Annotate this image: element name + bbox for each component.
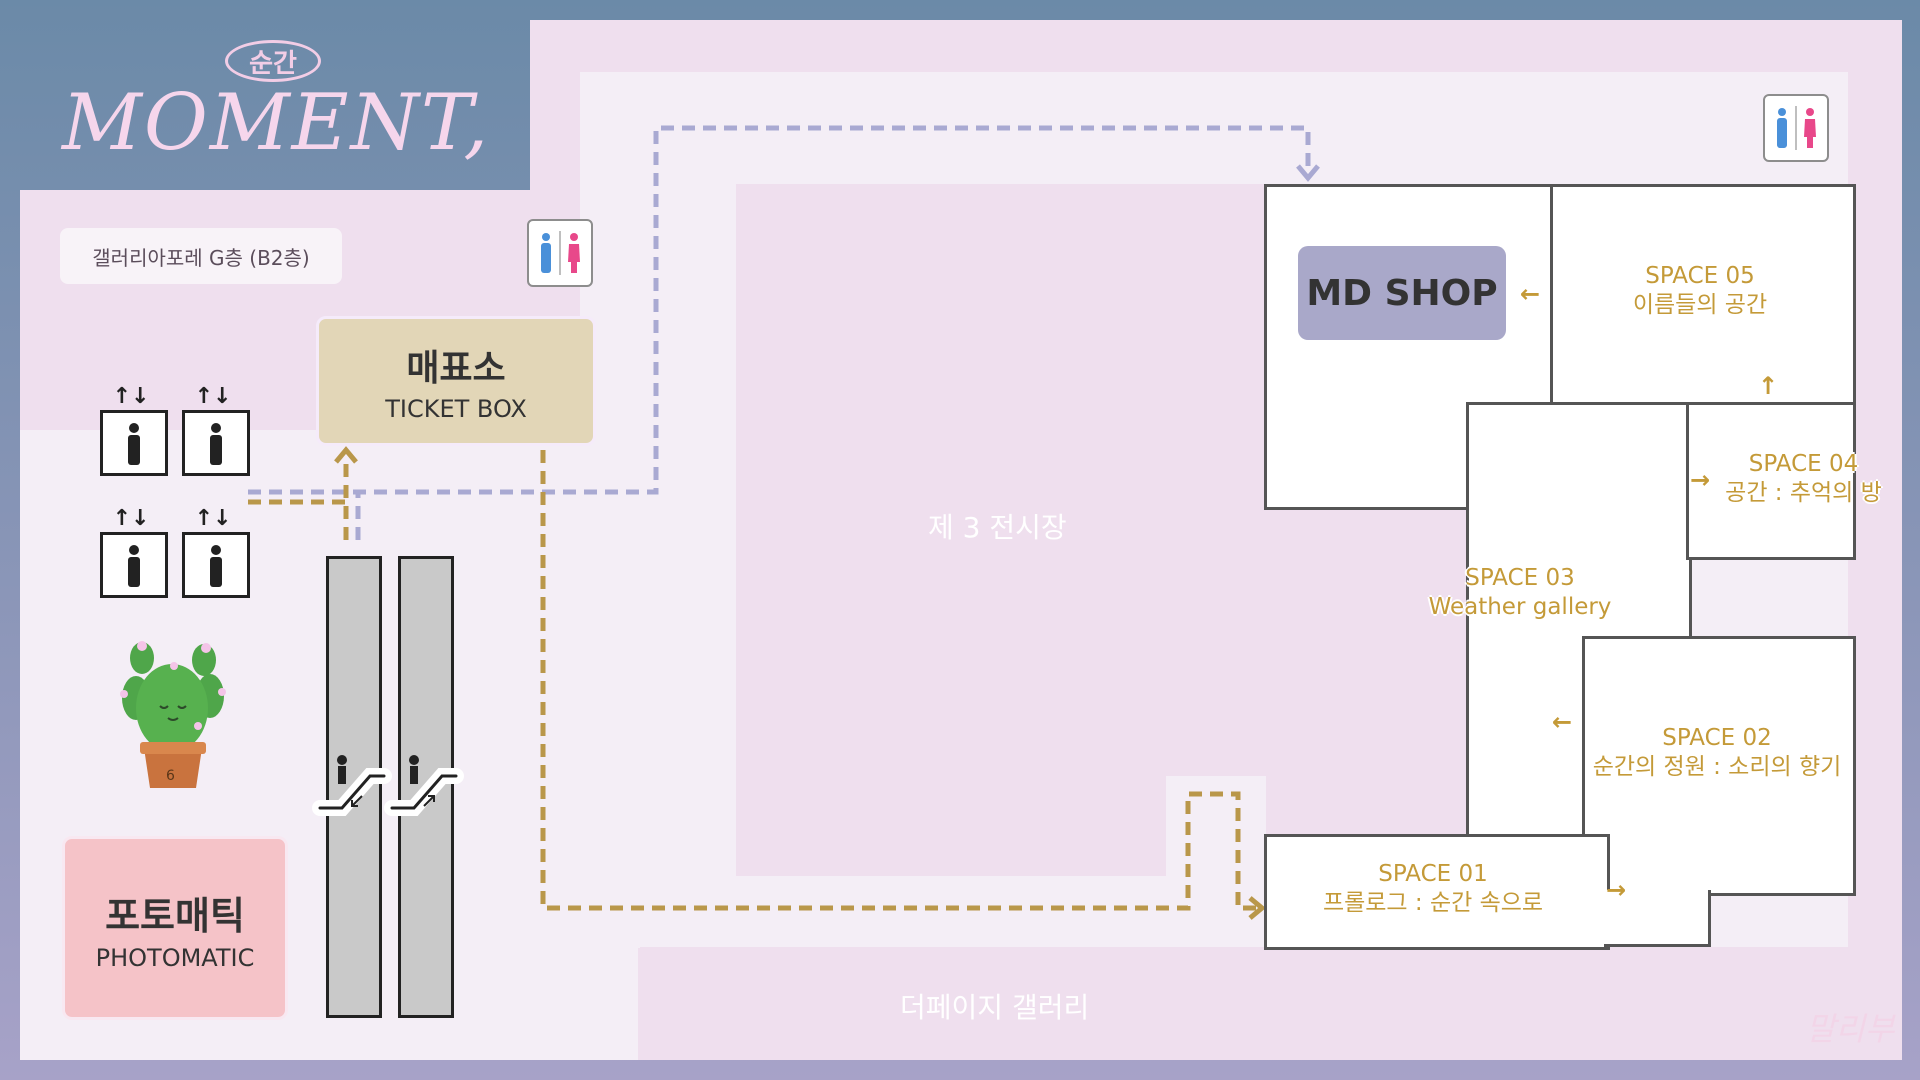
space02-name: SPACE 02 xyxy=(1662,725,1772,751)
male-icon xyxy=(541,233,551,273)
ticket-box[interactable]: 매표소 TICKET BOX xyxy=(316,316,596,446)
elevator-icon xyxy=(182,410,250,476)
page-gallery-label: 더페이지 갤러리 xyxy=(900,991,1090,1024)
space05-desc: 이름들의 공간 xyxy=(1632,291,1768,318)
arrow-left-icon: ← xyxy=(1552,708,1573,736)
female-icon xyxy=(1804,108,1816,148)
photomatic-label-en: PHOTOMATIC xyxy=(95,943,255,972)
artist-signature: 말리부 xyxy=(1806,1010,1895,1048)
space03-name: SPACE 03 xyxy=(1465,565,1575,591)
escalator-up xyxy=(398,556,454,1018)
space03-label: SPACE 03 Weather gallery xyxy=(1408,564,1632,622)
arrow-up-icon: ↑ xyxy=(1758,372,1779,400)
ticket-box-label-ko: 매표소 xyxy=(406,348,506,389)
space01-name: SPACE 01 xyxy=(1378,861,1488,887)
hall3-label: 제 3 전시장 xyxy=(928,511,1067,544)
floor-badge: 갤러리아포레 G층 (B2층) xyxy=(60,228,342,284)
space04-label: SPACE 04 공간 : 추억의 방 xyxy=(1696,450,1911,508)
elevator-arrows: ↑↓ xyxy=(112,506,150,531)
cactus-pot-number: 6 xyxy=(166,768,175,784)
restroom-icon-right xyxy=(1763,94,1829,162)
hall3-area xyxy=(736,184,1166,876)
photomatic-label-ko: 포토매틱 xyxy=(105,893,245,938)
space01-desc: 프롤로그 : 순간 속으로 xyxy=(1322,889,1544,916)
space03-desc: Weather gallery xyxy=(1428,593,1612,620)
female-icon xyxy=(568,233,580,273)
md-shop[interactable]: MD SHOP xyxy=(1298,246,1506,340)
elevator-icon xyxy=(100,410,168,476)
male-icon xyxy=(1777,108,1787,148)
space04-name: SPACE 04 xyxy=(1748,451,1859,477)
photomatic-booth[interactable]: 포토매틱 PHOTOMATIC xyxy=(62,836,288,1020)
space04-desc: 공간 : 추억의 방 xyxy=(1725,479,1882,506)
escalator-icon xyxy=(312,755,392,816)
space02-label: SPACE 02 순간의 정원 : 소리의 향기 xyxy=(1586,724,1848,782)
arrow-right-icon: → xyxy=(1606,876,1627,904)
space05-name: SPACE 05 xyxy=(1645,263,1755,289)
elevator-icon xyxy=(100,532,168,598)
elevator-arrows: ↑↓ xyxy=(194,506,232,531)
arrow-left-icon: ← xyxy=(1520,280,1541,308)
space02-desc: 순간의 정원 : 소리의 향기 xyxy=(1592,753,1842,780)
elevator-arrows: ↑↓ xyxy=(112,384,150,409)
space01-label: SPACE 01 프롤로그 : 순간 속으로 xyxy=(1300,860,1566,918)
restroom-icon-left xyxy=(527,219,593,287)
elevator-arrows: ↑↓ xyxy=(194,384,232,409)
cactus-mascot xyxy=(120,641,226,788)
arrow-right-icon: → xyxy=(1690,466,1711,494)
hall3-area-right xyxy=(1166,184,1266,776)
page-gallery-area xyxy=(638,948,1902,1060)
escalator-icon xyxy=(384,755,464,816)
space05-label: SPACE 05 이름들의 공간 xyxy=(1580,262,1820,320)
ticket-box-label-en: TICKET BOX xyxy=(385,395,527,423)
elevator-icon xyxy=(182,532,250,598)
logo-korean: 순간 xyxy=(225,40,321,82)
logo-moment: MOMENT, xyxy=(62,78,491,168)
